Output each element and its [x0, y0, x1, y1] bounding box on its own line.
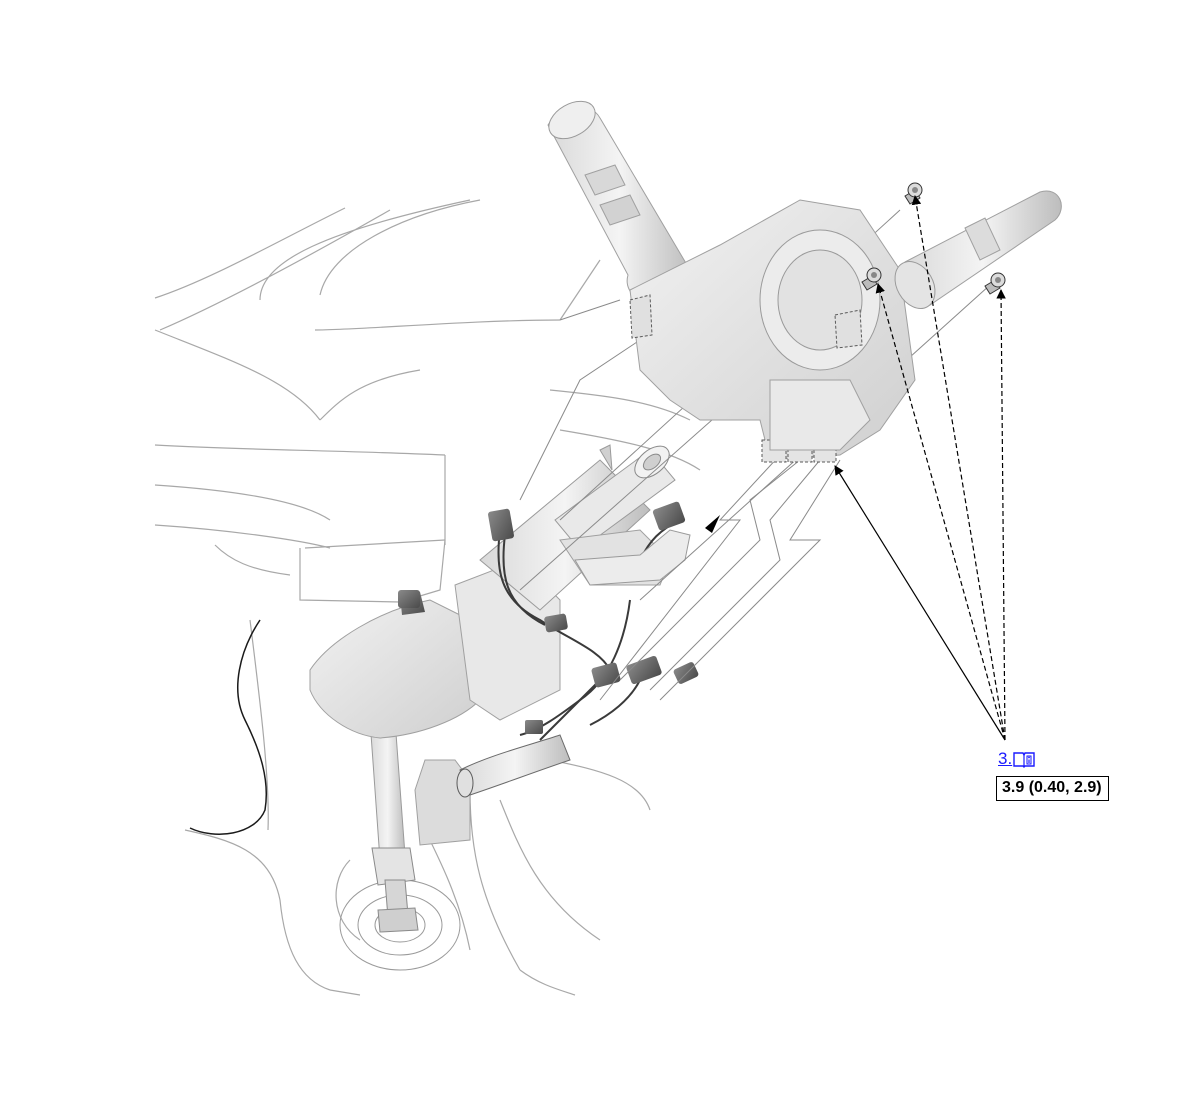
screw-icons [861, 182, 1006, 295]
screw-icon-top [904, 182, 923, 205]
direction-arrow-1 [705, 515, 720, 533]
left-combination-lever [547, 100, 692, 301]
mounting-bracket [574, 529, 691, 586]
right-combination-lever [894, 190, 1062, 309]
dashboard-outline [154, 199, 701, 996]
info-book-icon[interactable] [1013, 751, 1035, 768]
screw-icon-middle [861, 267, 882, 291]
connectors [398, 501, 699, 734]
trim-edge [189, 619, 268, 835]
harness-tube [456, 734, 571, 798]
step-reference-link[interactable]: 3. [998, 749, 1035, 769]
step-number: 3. [998, 749, 1013, 768]
callout-leaders [834, 195, 1006, 741]
combination-switch-body [629, 199, 916, 463]
screw-icon-right [984, 272, 1006, 295]
column-housing [309, 559, 561, 846]
lower-column-shaft [369, 719, 419, 933]
torque-value: 3.9 (0.40, 2.9) [1002, 779, 1102, 796]
torque-spec-box: 3.9 (0.40, 2.9) [996, 776, 1109, 801]
